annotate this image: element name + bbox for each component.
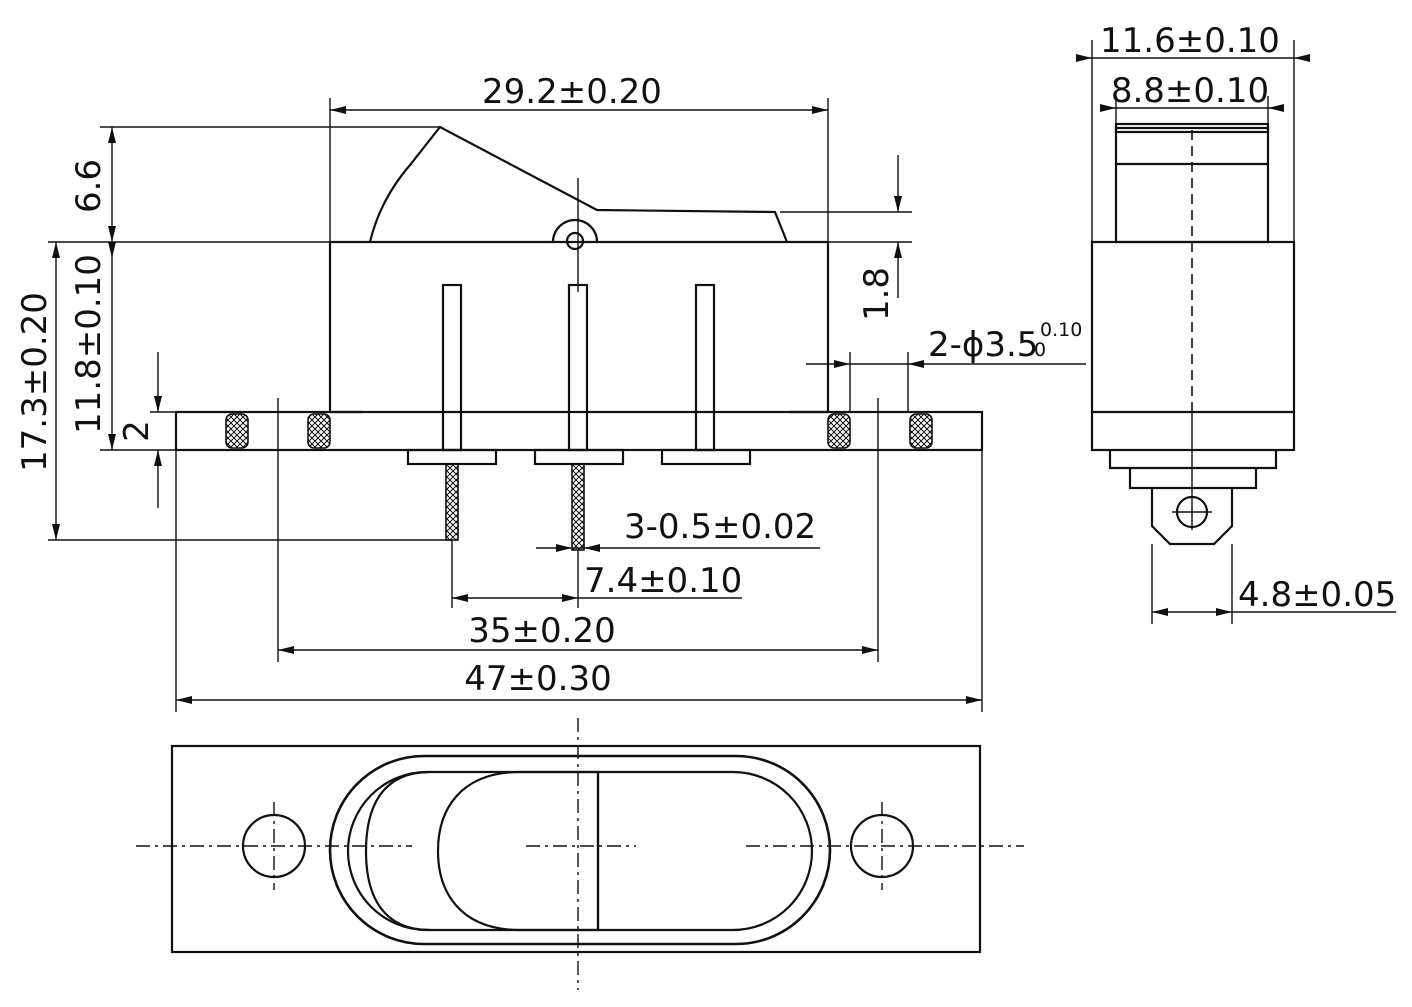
- dim-mount-holes-tol-upper: 0.10: [1040, 319, 1082, 341]
- side-view: [1090, 122, 1296, 546]
- dim-body-height: 11.8±0.10: [69, 254, 109, 434]
- switch-body: [328, 240, 830, 412]
- dim-mount-holes: 2-ϕ3.5: [928, 325, 1038, 365]
- front-view-dimension-labels: 29.2±0.20 6.6 11.8±0.10 17.3±0.20 2 1.8 …: [15, 72, 1082, 699]
- side-view-dimension-labels: 11.6±0.10 8.8±0.10 4.8±0.05: [1100, 21, 1396, 615]
- dim-rocker-width: 8.8±0.10: [1111, 71, 1269, 111]
- dim-side-width: 11.6±0.10: [1100, 21, 1280, 61]
- top-view: [136, 718, 1024, 990]
- terminal-left: [441, 283, 463, 452]
- terminal-center: [567, 283, 589, 452]
- dim-terminal-thickness: 3-0.5±0.02: [624, 507, 816, 547]
- rocker-actuator: [368, 125, 789, 243]
- terminal-right: [694, 283, 716, 452]
- mounting-flange: [174, 410, 984, 452]
- dim-terminal-tab: 4.8±0.05: [1238, 575, 1396, 615]
- dim-overall-length: 47±0.30: [464, 659, 611, 699]
- dim-rocker-step: 1.8: [857, 267, 897, 321]
- dim-flange-thickness: 2: [117, 420, 157, 442]
- front-view: [174, 125, 984, 551]
- top-bezel-inner: [346, 770, 814, 932]
- side-body: [1090, 240, 1296, 452]
- dim-hole-spacing: 35±0.20: [468, 611, 615, 651]
- dim-rocker-height: 6.6: [69, 159, 109, 213]
- front-view-dimensions: [48, 98, 1086, 712]
- top-bezel-outer: [328, 754, 832, 946]
- dim-body-width: 29.2±0.20: [482, 72, 662, 112]
- side-view-dimensions: [1076, 40, 1396, 624]
- rocker-top: [436, 770, 600, 932]
- pivot-hole: [565, 231, 585, 251]
- dim-mount-holes-tol-lower: 0: [1034, 339, 1046, 361]
- dim-terminal-pitch: 7.4±0.10: [584, 561, 742, 601]
- dim-total-height: 17.3±0.20: [15, 292, 55, 472]
- top-flange: [170, 744, 982, 954]
